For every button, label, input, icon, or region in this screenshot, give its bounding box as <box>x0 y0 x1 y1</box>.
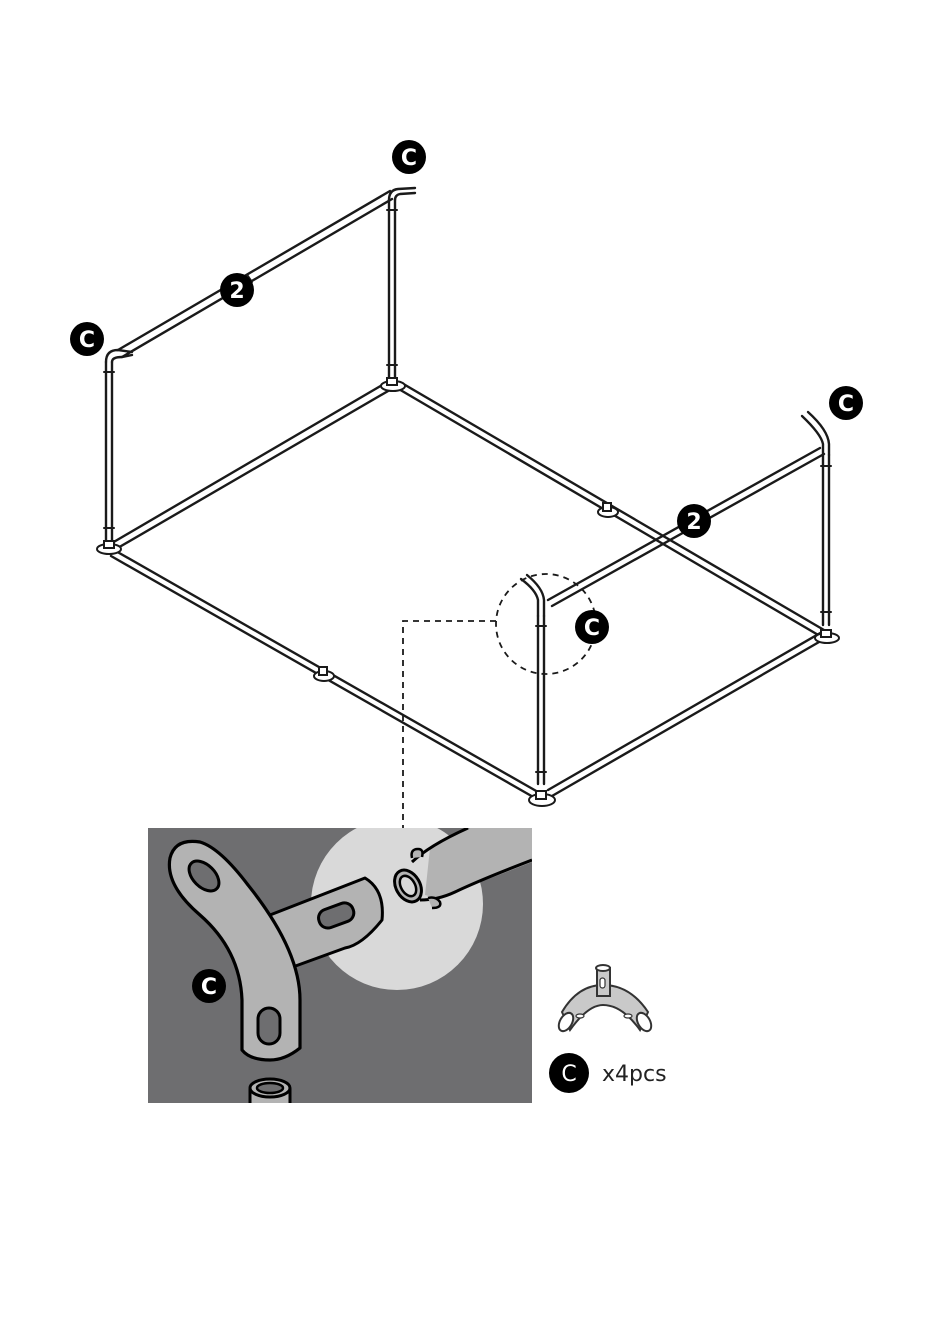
part-c-id-letter: C <box>561 1062 576 1087</box>
badge-c-inset-label: C <box>201 975 217 1000</box>
foot-mid-back <box>598 503 618 517</box>
badge-c-detail-label: C <box>584 616 600 641</box>
badge-c-left: C <box>70 322 104 356</box>
connector-c-illustration <box>556 965 654 1034</box>
badge-2-left: 2 <box>220 273 254 307</box>
badge-2-left-label: 2 <box>229 279 244 304</box>
foot-mid-front <box>314 667 334 681</box>
left-end-frame <box>106 188 415 540</box>
badge-c-left-label: C <box>79 328 95 353</box>
frame <box>104 188 831 798</box>
callout-leader <box>403 621 496 828</box>
foot-front <box>529 791 555 806</box>
foot-left <box>97 541 121 554</box>
detail-callout <box>403 574 596 828</box>
right-end-frame <box>521 412 829 784</box>
badge-c-inset: C <box>192 969 226 1003</box>
part-c-id-badge: C <box>549 1053 589 1093</box>
badge-c-detail: C <box>575 610 609 644</box>
detail-inset: C <box>148 818 532 1110</box>
badge-c-right: C <box>829 386 863 420</box>
badge-c-right-label: C <box>838 392 854 417</box>
parts-list: C x4pcs <box>549 965 667 1093</box>
badge-2-right: 2 <box>677 504 711 538</box>
part-badges: C C 2 C 2 C <box>70 140 863 644</box>
badge-c-top: C <box>392 140 426 174</box>
badge-c-top-label: C <box>401 146 417 171</box>
foot-right <box>815 630 839 643</box>
foot-back <box>381 378 405 391</box>
part-c-quantity: x4pcs <box>602 1062 667 1087</box>
feet <box>97 378 839 806</box>
base-frame <box>111 381 826 798</box>
badge-2-right-label: 2 <box>686 510 701 535</box>
